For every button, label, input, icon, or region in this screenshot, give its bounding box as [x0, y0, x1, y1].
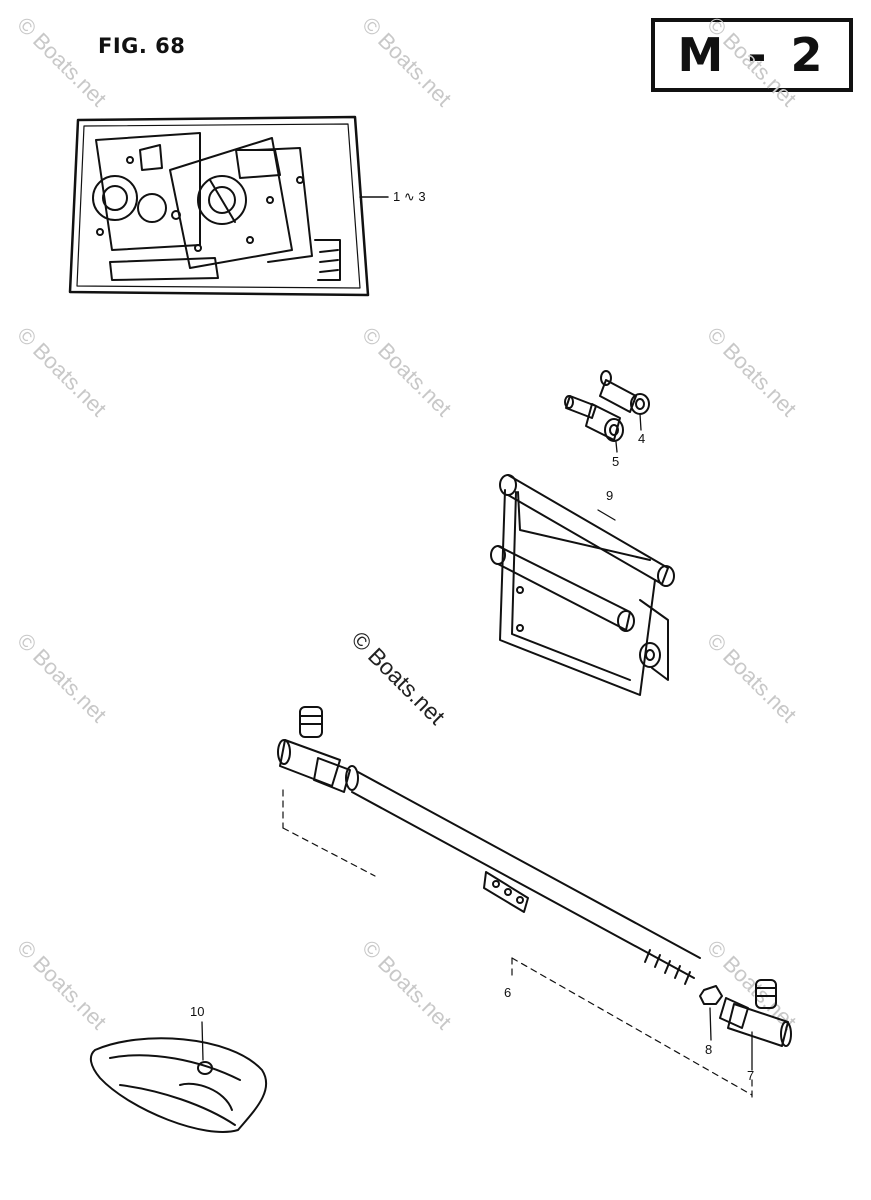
callout-7: 7	[747, 1068, 755, 1083]
assembly-leader-lines	[282, 789, 753, 1101]
pin-part-4	[599, 370, 650, 431]
callout-10: 10	[190, 1004, 205, 1019]
callout-1-3: 1 ∿ 3	[393, 189, 426, 204]
callout-8: 8	[705, 1042, 713, 1057]
bolt-part-5	[564, 395, 624, 453]
bracket-part-9	[490, 474, 675, 696]
gasket-set-bag	[68, 115, 389, 297]
callout-5: 5	[612, 454, 620, 469]
callout-4: 4	[638, 431, 646, 446]
figure-label: FIG. 68	[98, 34, 186, 58]
grease-bag-part-10	[89, 1021, 268, 1133]
tie-rod-assembly	[277, 706, 792, 1071]
figure-code-box: M - 2	[651, 18, 853, 92]
callout-9: 9	[606, 488, 614, 503]
callout-6: 6	[504, 985, 512, 1000]
